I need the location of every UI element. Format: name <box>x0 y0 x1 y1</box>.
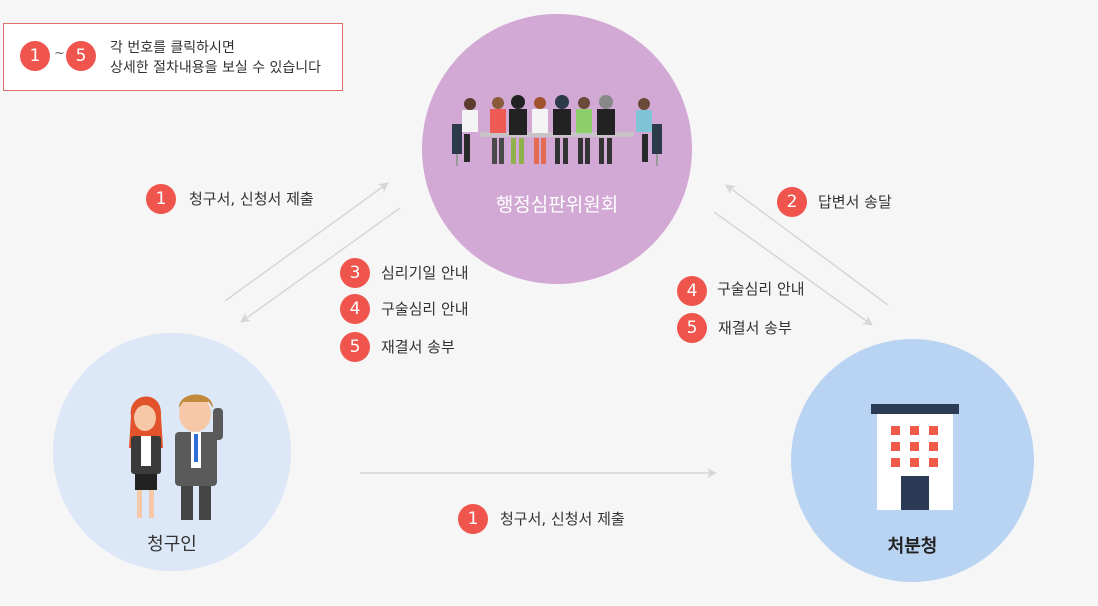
agency-node[interactable] <box>791 339 1034 582</box>
step-badge[interactable]: 1 <box>458 504 488 534</box>
guide-box: 1 ~ 5 각 번호를 클릭하시면 상세한 절차내용을 보실 수 있습니다 <box>3 23 343 91</box>
claimant-node[interactable] <box>53 333 291 571</box>
committee-node[interactable] <box>422 14 692 284</box>
step-badge[interactable]: 4 <box>340 294 370 324</box>
step-badge[interactable]: 4 <box>677 276 707 306</box>
step-badge[interactable]: 5 <box>340 332 370 362</box>
guide-badge-start: 1 <box>20 41 50 71</box>
meeting-people-icon <box>452 95 662 166</box>
step-label[interactable]: 청구서, 신청서 제출 <box>500 510 625 528</box>
guide-badge-end: 5 <box>66 41 96 71</box>
office-building-icon <box>871 404 959 510</box>
guide-tilde: ~ <box>54 46 65 61</box>
step-badge[interactable]: 5 <box>677 313 707 343</box>
step-badge[interactable]: 2 <box>777 187 807 217</box>
step-label[interactable]: 심리기일 안내 <box>381 264 469 282</box>
step-label[interactable]: 구술심리 안내 <box>381 300 469 318</box>
arrow-committee-to-agency <box>713 211 873 326</box>
guide-text: 각 번호를 클릭하시면 상세한 절차내용을 보실 수 있습니다 <box>110 38 321 78</box>
arrow-claimant-to-committee <box>224 182 389 302</box>
committee-label: 행정심판위원회 <box>495 194 619 216</box>
step-label[interactable]: 구술심리 안내 <box>717 280 805 298</box>
guide-text-line2: 상세한 절차내용을 보실 수 있습니다 <box>110 60 321 76</box>
arrow-agency-to-committee <box>725 184 889 306</box>
claimant-label: 청구인 <box>147 534 197 555</box>
arrow-committee-to-claimant <box>240 207 401 323</box>
step-label[interactable]: 청구서, 신청서 제출 <box>189 190 314 208</box>
step-badge[interactable]: 1 <box>146 184 176 214</box>
agency-label: 처분청 <box>887 536 938 557</box>
step-label[interactable]: 재결서 송부 <box>381 338 455 356</box>
guide-text-line1: 각 번호를 클릭하시면 <box>110 40 235 56</box>
two-people-icon <box>129 394 223 520</box>
step-label[interactable]: 답변서 송달 <box>818 193 892 211</box>
step-badge[interactable]: 3 <box>340 258 370 288</box>
step-label[interactable]: 재결서 송부 <box>718 319 792 337</box>
